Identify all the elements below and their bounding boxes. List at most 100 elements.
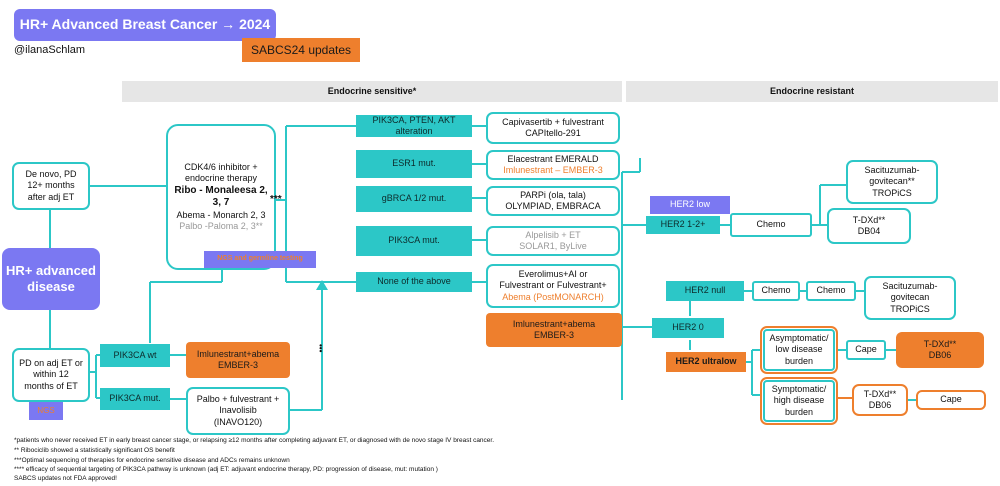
saci-bottom-box: Sacituzumab- govitecan TROPiCS (864, 276, 956, 320)
imlu-abema-left-l1: Imlunestrant+abema (196, 348, 280, 359)
symptomatic-box: Symptomatic/ high disease burden (760, 377, 838, 425)
tdxd-db06-bottom: T-DXd** DB06 (852, 384, 908, 416)
alt-pik-pten-akt: PIK3CA, PTEN, AKT alteration (356, 115, 472, 137)
alt-none: None of the above (356, 272, 472, 292)
saci-line: TROPiCS (872, 187, 912, 198)
denovo-box: De novo, PD 12+ months after adj ET (12, 162, 90, 210)
alt-label: None of the above (377, 276, 451, 287)
author-handle: @ilanaSchlam (14, 44, 86, 56)
asym-line: Asymptomatic/ (769, 333, 829, 344)
alt-label: PIK3CA, PTEN, AKT alteration (372, 114, 456, 136)
asymptomatic-box: Asymptomatic/ low disease burden (760, 326, 838, 374)
tdxd-line: DB06 (868, 400, 892, 410)
her2-0-text: HER2 0 (672, 322, 704, 333)
cdk-line1: CDK4/6 inhibitor + endocrine therapy (184, 162, 258, 184)
her2-1-2-box: HER2 1-2+ (646, 216, 720, 234)
tx-line: Abema (PostMONARCH) (502, 291, 604, 302)
tx-fulv: Fulvestrant or Fulvestrant+ (499, 280, 607, 291)
footnote-3: ***Optimal sequencing of therapies for e… (14, 457, 290, 464)
saci-line: govitecan** (869, 176, 915, 187)
imlu-abema-right-l1: Imlunestrant+abema (512, 318, 596, 329)
tx-capivasertib: Capivasertib + fulvestrant CAPItello-291 (486, 112, 620, 144)
pd-text: PD on adj ET or within 12 months of ET (19, 358, 83, 391)
sym-line: burden (784, 406, 814, 417)
pik3ca-wt-box: PIK3CA wt (100, 344, 170, 367)
asym-line: low disease (775, 344, 823, 355)
ngs-badge-text: NGS (37, 406, 55, 415)
tdxd-db04-box: T-DXd** DB04 (827, 208, 911, 244)
footnote-4: **** efficacy of sequential targeting of… (14, 466, 438, 473)
cape-top-box: Cape (846, 340, 886, 360)
cdk-line3: Abema - Monarch 2, 3 (176, 209, 266, 220)
title-banner: HR+ Advanced Breast Cancer → 2024 (14, 9, 276, 41)
denovo-text: De novo, PD 12+ months after adj ET (25, 169, 77, 202)
saci-line: Sacituzumab- (882, 281, 938, 292)
tdxd-line: DB04 (857, 226, 881, 236)
tdxd-line: T-DXd** (863, 388, 897, 399)
sym-line: high disease (773, 395, 825, 406)
pik3ca-wt-label: PIK3CA wt (113, 349, 157, 360)
alt-esr1: ESR1 mut. (356, 150, 472, 178)
chemo-null-1: Chemo (752, 281, 800, 301)
title-text: HR+ Advanced Breast Cancer → 2024 (19, 16, 271, 33)
pik3ca-mut-box: PIK3CA mut. (100, 388, 170, 410)
tx-line: Imlunestrant – EMBER-3 (503, 165, 603, 175)
ngs-badge: NGS (29, 402, 63, 420)
pik3ca-mut-label: PIK3CA mut. (109, 393, 161, 404)
hr-advanced-disease-text: HR+ advanced disease (6, 262, 96, 294)
her2-null-text: HER2 null (684, 285, 726, 296)
chemo-low-box: Chemo (730, 213, 812, 237)
palbo-inavo-box: Palbo + fulvestrant + Inavolisib (INAVO1… (186, 387, 290, 435)
chemo-null-2-text: Chemo (816, 285, 846, 296)
her2-low-header-text: HER2 low (669, 199, 710, 210)
tdxd-line: T-DXd** (923, 338, 957, 349)
chemo-low-text: Chemo (756, 219, 786, 230)
tx-line: PARPi (ola, tala) (520, 189, 586, 200)
cape-bottom-text: Cape (940, 394, 962, 405)
cdk-dots: *** (270, 194, 282, 205)
ngs-germline-text: NGS and germline testing (217, 255, 303, 263)
footnote-1: *patients who never received ET in early… (14, 437, 495, 444)
ngs-germline-badge: NGS and germline testing (204, 251, 316, 268)
alt-label: ESR1 mut. (392, 158, 436, 169)
tdxd-db06-top: T-DXd** DB06 (896, 332, 984, 368)
imlu-abema-left-l2: EMBER-3 (217, 360, 258, 370)
chemo-null-1-text: Chemo (761, 285, 791, 296)
vertical-dots: ••• (316, 344, 325, 353)
sym-line: Symptomatic/ (771, 384, 827, 395)
her2-low-header: HER2 low (650, 196, 730, 214)
alt-gbrca: gBRCA 1/2 mut. (356, 186, 472, 212)
footnote-2: ** Ribociclib showed a statistically sig… (14, 447, 175, 454)
alt-label: gBRCA 1/2 mut. (381, 193, 447, 204)
section-resistant-label: Endocrine resistant (769, 85, 855, 96)
tx-line: OLYMPIAD, EMBRACA (505, 201, 601, 211)
sabcs-badge: SABCS24 updates (242, 38, 360, 62)
section-endocrine-resistant: Endocrine resistant (626, 81, 998, 102)
her2-0-box: HER2 0 (652, 318, 724, 338)
tx-line: CAPItello-291 (525, 128, 581, 138)
saci-line: govitecan (890, 292, 930, 303)
her2-1-2-text: HER2 1-2+ (660, 219, 706, 230)
tdxd-line: T-DXd** (852, 214, 886, 225)
her2-ultralow-box: HER2 ultralow (666, 352, 746, 372)
sabcs-badge-text: SABCS24 updates (250, 42, 352, 57)
her2-null-box: HER2 null (666, 281, 744, 301)
section-sensitive-label: Endocrine sensitive* (327, 85, 417, 96)
pd-box: PD on adj ET or within 12 months of ET (12, 348, 90, 402)
cdk46-box: CDK4/6 inhibitor + endocrine therapy Rib… (166, 124, 276, 270)
palbo-inavo-l2: (INAVO120) (213, 416, 263, 427)
imlu-abema-right-box: Imlunestrant+abema EMBER-3 (486, 313, 622, 347)
cdk-line4: Palbo -Paloma 2, 3** (179, 220, 263, 231)
tx-line: Elacestrant EMERALD (507, 153, 599, 164)
tx-line: SOLAR1, ByLive (519, 241, 587, 251)
imlu-abema-right-l2: EMBER-3 (533, 330, 574, 340)
cape-top-text: Cape (855, 344, 877, 355)
saci-line: Sacituzumab- (864, 165, 920, 176)
footnote-5: SABCS updates not FDA approved! (14, 475, 117, 482)
tx-line: Capivasertib + fulvestrant (502, 116, 604, 127)
cdk-line2: Ribo - Monaleesa 2, 3, 7 (174, 184, 268, 209)
tx-line: Alpelisib + ET (525, 229, 581, 240)
palbo-inavo-l1: Palbo + fulvestrant + Inavolisib (196, 394, 280, 416)
section-endocrine-sensitive: Endocrine sensitive* (122, 81, 622, 102)
